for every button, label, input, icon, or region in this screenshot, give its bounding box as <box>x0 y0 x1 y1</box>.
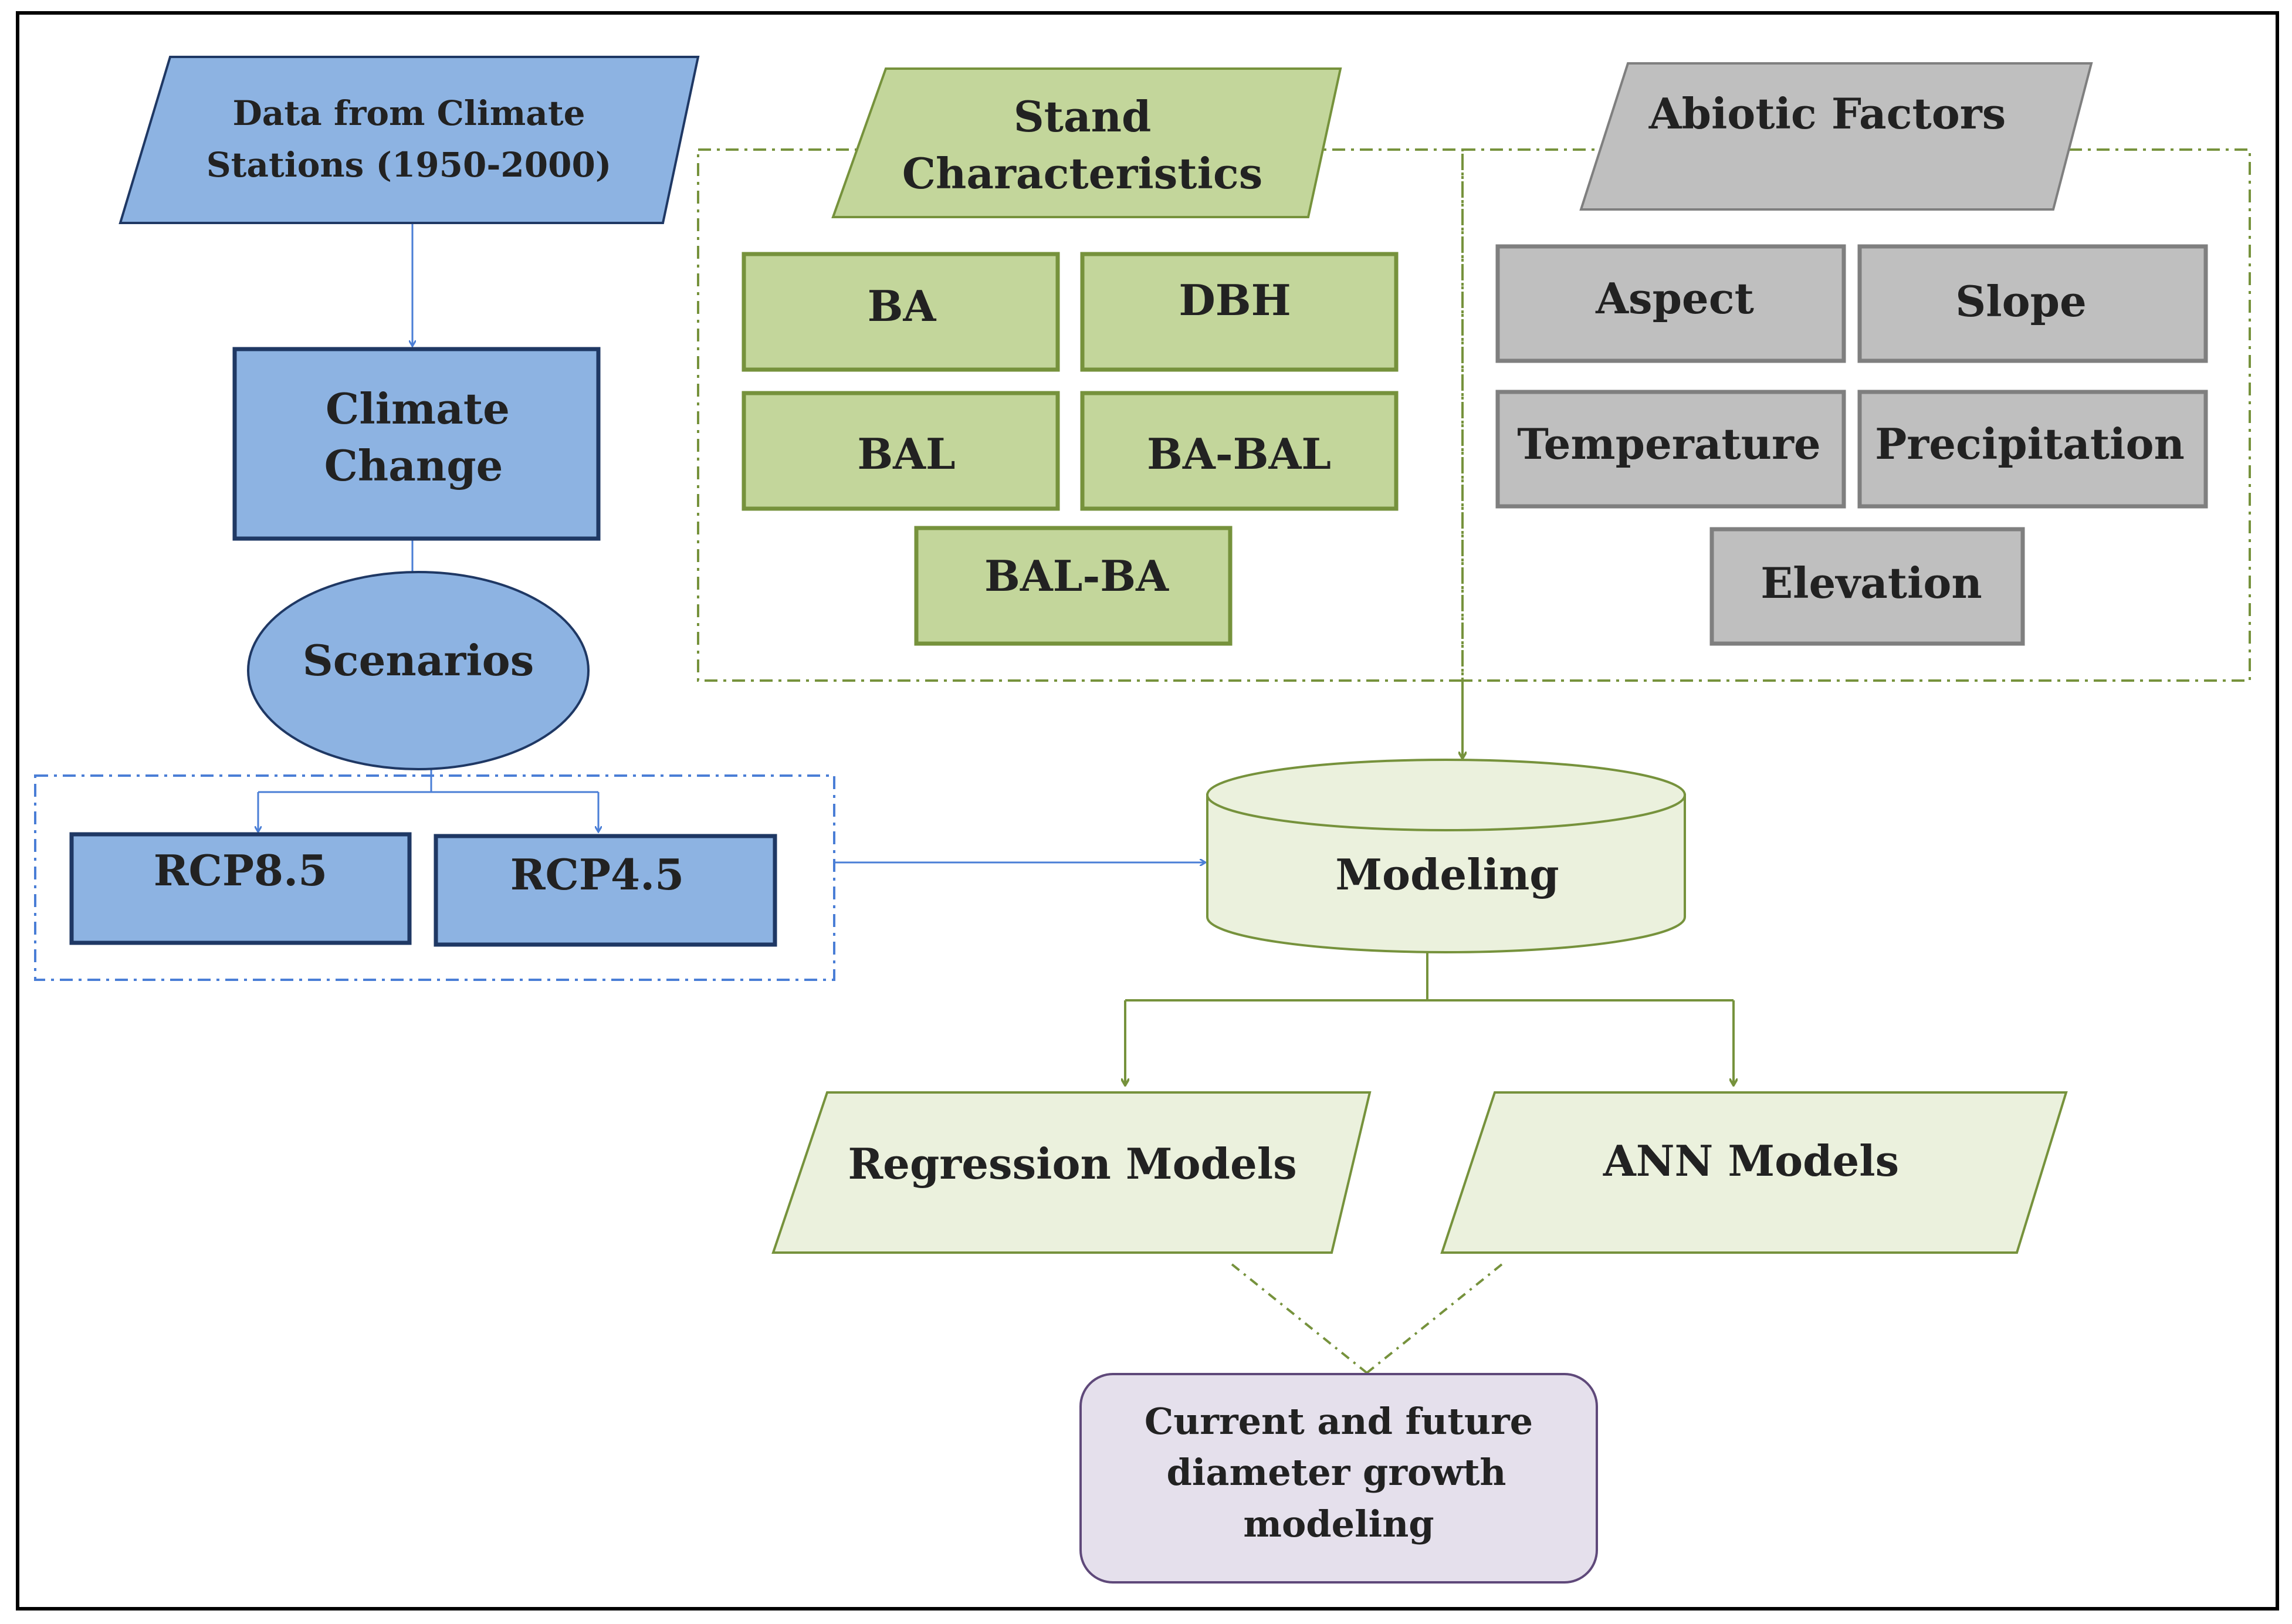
abiotic-factors-label: Abiotic Factors <box>1648 89 2006 138</box>
rcp85-node: RCP8.5 <box>69 832 412 945</box>
precipitation-node: Precipitation <box>1857 390 2208 509</box>
dbh-node: DBH <box>1080 252 1399 372</box>
stand-characteristics-node: Stand Characteristics <box>831 67 1342 218</box>
branch-modeling-to-models <box>1125 952 1734 1002</box>
ba-node: BA <box>742 252 1060 372</box>
rcp85-label: RCP8.5 <box>154 845 328 895</box>
elevation-node: Elevation <box>1709 527 2025 646</box>
climate-change-label-line2: Change <box>324 441 503 490</box>
aspect-label: Aspect <box>1595 273 1754 323</box>
rcp45-node: RCP4.5 <box>434 834 777 947</box>
climate-data-label-line1: Data from Climate <box>232 93 585 133</box>
aspect-node: Aspect <box>1495 244 1846 363</box>
bal-node: BAL <box>742 391 1060 511</box>
ba-bal-node: BA-BAL <box>1080 391 1399 511</box>
regression-models-label: Regression Models <box>848 1139 1296 1189</box>
modeling-node: Modeling <box>1206 759 1686 953</box>
abiotic-factors-node: Abiotic Factors <box>1579 62 2093 211</box>
climate-change-node: Climate Change <box>232 347 601 541</box>
precipitation-label: Precipitation <box>1875 419 2185 469</box>
ann-models-label: ANN Models <box>1603 1136 1899 1186</box>
ann-models-node: ANN Models <box>1440 1091 2068 1254</box>
stand-characteristics-label-line2: Characteristics <box>902 148 1263 198</box>
regression-models-node: Regression Models <box>771 1091 1372 1254</box>
climate-change-label-line1: Climate <box>326 384 510 434</box>
scenarios-node: Scenarios <box>247 571 590 770</box>
temperature-node: Temperature <box>1495 390 1846 509</box>
temperature-label: Temperature <box>1517 419 1820 469</box>
bal-ba-node: BAL-BA <box>914 526 1233 646</box>
branch-scenarios-to-rcps <box>258 770 598 793</box>
outer-frame <box>16 11 2279 1611</box>
climate-data-node: Data from Climate Stations (1950-2000) <box>119 56 700 224</box>
rcp-scenarios-group <box>34 774 835 981</box>
bal-label: BAL <box>857 429 955 479</box>
slope-node: Slope <box>1857 244 2208 363</box>
stand-characteristics-group <box>697 148 1464 682</box>
outcome-label-line2: diameter growth <box>1167 1451 1506 1494</box>
link-ann-to-outcome <box>1366 1263 1503 1374</box>
scenarios-label: Scenarios <box>303 635 534 685</box>
rcp45-label: RCP4.5 <box>510 850 685 899</box>
link-regression-to-outcome <box>1231 1263 1368 1374</box>
bal-ba-label: BAL-BA <box>984 551 1169 601</box>
outcome-label-line1: Current and future <box>1145 1400 1533 1443</box>
dbh-label: DBH <box>1179 275 1291 325</box>
climate-data-label-line2: Stations (1950-2000) <box>206 145 612 185</box>
slope-label: Slope <box>1955 276 2087 326</box>
ba-label: BA <box>868 281 937 331</box>
outcome-node: Current and future diameter growth model… <box>1079 1373 1598 1584</box>
modeling-label: Modeling <box>1335 850 1559 899</box>
outcome-label-line3: modeling <box>1243 1503 1434 1545</box>
ba-bal-label: BA-BAL <box>1147 429 1331 479</box>
stand-characteristics-label-line1: Stand <box>1014 92 1152 141</box>
elevation-label: Elevation <box>1761 558 1982 608</box>
